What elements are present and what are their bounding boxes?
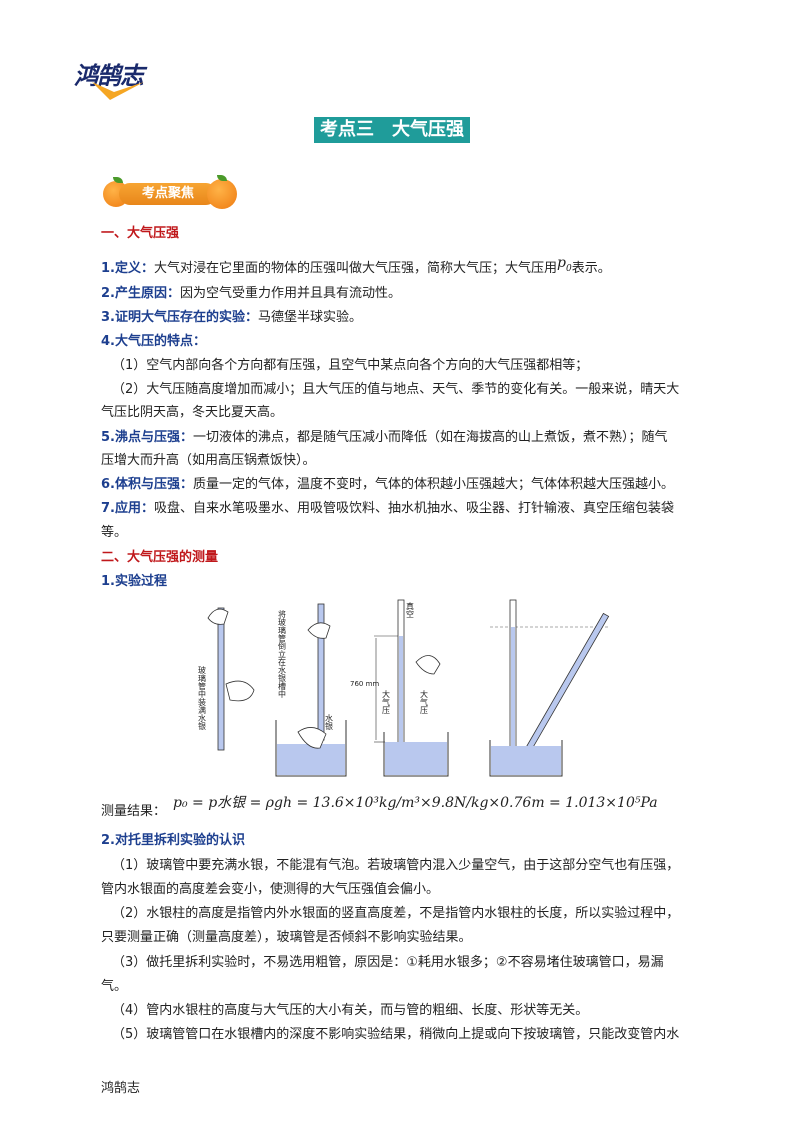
section-heading: 二、大气压强的测量 <box>101 550 219 565</box>
item-volume: 6.体积与压强：质量一定的气体，温度不变时，气体的体积越小压强越大；气体体积越大… <box>101 473 674 492</box>
item-boiling-cont: 压增大而升高（如用高压锅煮饭快）。 <box>101 453 316 468</box>
label-vacuum: 真空 <box>406 601 415 618</box>
item-text: 质量一定的气体，温度不变时，气体的体积越小压强越大；气体体积越大压强越小。 <box>192 477 674 492</box>
item-definition: 1.定义：大气对浸在它里面的物体的压强叫做大气压强，简称大气压；大气压用p0表示… <box>101 255 611 279</box>
item-application: 7.应用：吸盘、自来水笔吸墨水、用吸管吸饮料、抽水机抽水、吸尘器、打针输液、真空… <box>101 497 674 516</box>
logo-check-icon <box>92 82 144 100</box>
panel-fill-tube: 玻璃管中装满水银 <box>198 607 255 751</box>
note-line: （3）做托里拆利实验时，不易选用粗管，原因是：①耗用水银多；②不容易堵住玻璃管口… <box>112 955 664 970</box>
page-title: 考点三 大气压强 <box>314 117 470 143</box>
note-line: （2）水银柱的高度是指管内外水银面的竖直高度差，不是指管内水银柱的长度，所以实验… <box>112 906 680 921</box>
label-invert: 将玻璃管倒立在水银槽中 <box>278 609 287 699</box>
item-boiling: 5.沸点与压强：一切液体的沸点，都是随气压减小而降低（如在海拔高的山上煮饭，煮不… <box>101 426 668 445</box>
item-text: 一切液体的沸点，都是随气压减小而降低（如在海拔高的山上煮饭，煮不熟）；随气 <box>192 430 668 445</box>
item-cause: 2.产生原因：因为空气受重力作用并且具有流动性。 <box>101 282 401 301</box>
footer-text: 鸿鹄志 <box>101 1081 141 1096</box>
item-label: 4.大气压的特点： <box>101 334 206 349</box>
note-line: （1）玻璃管中要充满水银，不能混有气泡。若玻璃管内混入少量空气，由于这部分空气也… <box>112 858 680 873</box>
note-line: 管内水银面的高度差会变小，使测得的大气压强值会偏小。 <box>101 882 440 897</box>
panel-invert-tube: 将玻璃管倒立在水银槽中 水银 <box>275 603 347 777</box>
item-features: 4.大气压的特点： <box>101 330 206 349</box>
item-application-cont: 等。 <box>101 525 128 540</box>
torricelli-figure: 玻璃管中装满水银 将玻璃管倒立在水银槽中 水银 760 mm 真空 大气压 大气… <box>198 599 610 777</box>
logo-text: 鸿鹄志 <box>74 62 144 90</box>
item-label: 1.定义： <box>101 261 154 276</box>
item-text: 马德堡半球实验。 <box>257 310 362 325</box>
note-line: 只要测量正确（测量高度差），玻璃管是否倾斜不影响实验结果。 <box>101 930 472 945</box>
sub-heading: 1.实验过程 <box>101 574 167 589</box>
p0-symbol: p0 <box>557 255 572 274</box>
item-text: 因为空气受重力作用并且具有流动性。 <box>179 286 401 301</box>
label-mercury: 水银 <box>325 713 334 731</box>
section-heading: 一、大气压强 <box>101 226 180 241</box>
item-proof: 3.证明大气压存在的实验：马德堡半球实验。 <box>101 306 362 325</box>
panel-measure: 760 mm 真空 大气压 大气压 <box>350 599 449 777</box>
result-formula: p₀ = p水银 = ρgh = 13.6×10³kg/m³×9.8N/kg×0… <box>173 795 658 811</box>
leaf-icon <box>113 177 123 183</box>
note-line: 气。 <box>101 979 128 994</box>
item-text: 吸盘、自来水笔吸墨水、用吸管吸饮料、抽水机抽水、吸尘器、打针输液、真空压缩包装袋 <box>153 501 674 516</box>
note-line: （4）管内水银柱的高度与大气压的大小有关，而与管的粗细、长度、形状等无关。 <box>112 1003 589 1018</box>
label-atm2: 大气压 <box>420 689 429 715</box>
focus-badge: 考点聚焦 <box>103 175 237 211</box>
sub-heading: 2.对托里拆利实验的认识 <box>101 833 245 848</box>
item-label: 7.应用： <box>101 501 154 516</box>
item-text: 大气对浸在它里面的物体的压强叫做大气压强，简称大气压；大气压用 <box>153 261 557 276</box>
item-label: 2.产生原因： <box>101 286 180 301</box>
item-label: 6.体积与压强： <box>101 477 193 492</box>
result-label: 测量结果： <box>101 804 167 819</box>
item-label: 5.沸点与压强： <box>101 430 193 445</box>
feature-line: 气压比阴天高，冬天比夏天高。 <box>101 405 284 420</box>
label-atm1: 大气压 <box>382 689 391 715</box>
label-fill: 玻璃管中装满水银 <box>198 665 207 731</box>
feature-line: （2）大气压随高度增加而减小；且大气压的值与地点、天气、季节的变化有关。一般来说… <box>112 382 680 397</box>
item-label: 3.证明大气压存在的实验： <box>101 310 258 325</box>
note-line: （5）玻璃管管口在水银槽内的深度不影响实验结果，稍微向上提或向下按玻璃管，只能改… <box>112 1027 680 1042</box>
label-760: 760 mm <box>350 680 379 688</box>
panel-tilted <box>489 599 610 777</box>
focus-badge-label: 考点聚焦 <box>119 183 217 205</box>
leaf-icon <box>217 175 227 181</box>
feature-line: （1）空气内部向各个方向都有压强，且空气中某点向各个方向的大气压强都相等； <box>112 358 589 373</box>
orange-icon <box>207 179 237 209</box>
logo: 鸿鹄志 <box>74 52 186 104</box>
item-text-tail: 表示。 <box>571 261 611 276</box>
